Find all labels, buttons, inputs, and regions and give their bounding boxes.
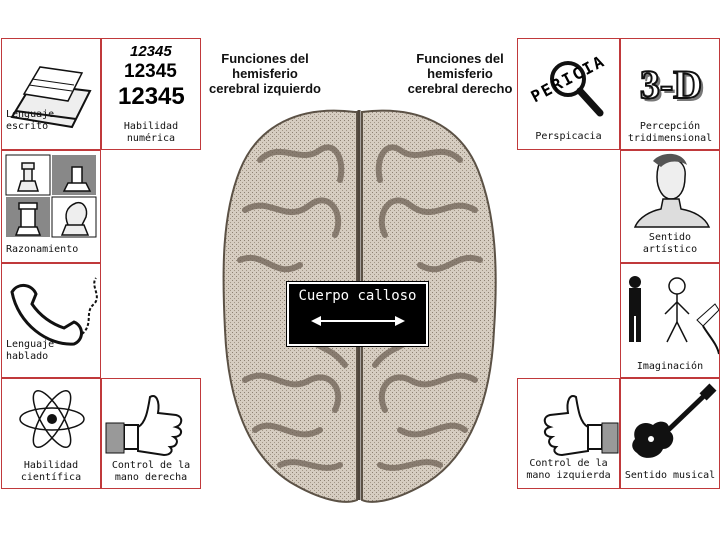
caption-percepcion-tridimensional: Percepción tridimensional (621, 121, 719, 145)
caption-imaginacion: Imaginación (621, 361, 719, 373)
tile-control-mano-izquierda: Control de la mano izquierda (517, 378, 620, 489)
typewriter-icon (2, 39, 101, 150)
caption-control-mano-derecha: Control de la mano derecha (102, 460, 200, 484)
caption-control-mano-izquierda: Control de la mano izquierda (518, 458, 619, 482)
tile-habilidad-cientifica: Habilidad científica (1, 378, 101, 489)
tile-perspicacia: PERICIA Perspicacia (517, 38, 620, 150)
number-line-2: 12345 (124, 61, 177, 83)
caption-razonamiento: Razonamiento (2, 244, 100, 256)
caption-sentido-musical: Sentido musical (621, 470, 719, 482)
three-d-text: 3-D (631, 61, 711, 108)
number-line-3: 12345 (118, 83, 185, 111)
tile-imaginacion: Imaginación (620, 263, 720, 378)
tile-habilidad-numerica: 12345 12345 12345 Habilidad numérica (101, 38, 201, 150)
tile-control-mano-derecha: Control de la mano derecha (101, 378, 201, 489)
tile-razonamiento: Razonamiento (1, 150, 101, 263)
corpus-callosum-label-box: Cuerpo calloso (287, 282, 428, 346)
caption-habilidad-cientifica: Habilidad científica (2, 460, 100, 484)
caption-lenguaje-escrito: Lenguaje escrito (2, 109, 100, 133)
caption-habilidad-numerica: Habilidad numérica (102, 121, 200, 145)
tile-lenguaje-hablado: Lenguaje hablado (1, 263, 101, 378)
corpus-callosum-label: Cuerpo calloso (289, 288, 426, 304)
number-line-1: 12345 (130, 43, 172, 60)
tile-sentido-artistico: Sentido artístico (620, 150, 720, 263)
caption-lenguaje-hablado: Lenguaje hablado (2, 339, 100, 363)
caption-perspicacia: Perspicacia (518, 131, 619, 143)
tile-lenguaje-escrito: Lenguaje escrito (1, 38, 101, 150)
tile-percepcion-tridimensional: 3-D Percepción tridimensional (620, 38, 720, 150)
caption-sentido-artistico: Sentido artístico (621, 232, 719, 256)
tile-sentido-musical: Sentido musical (620, 378, 720, 489)
